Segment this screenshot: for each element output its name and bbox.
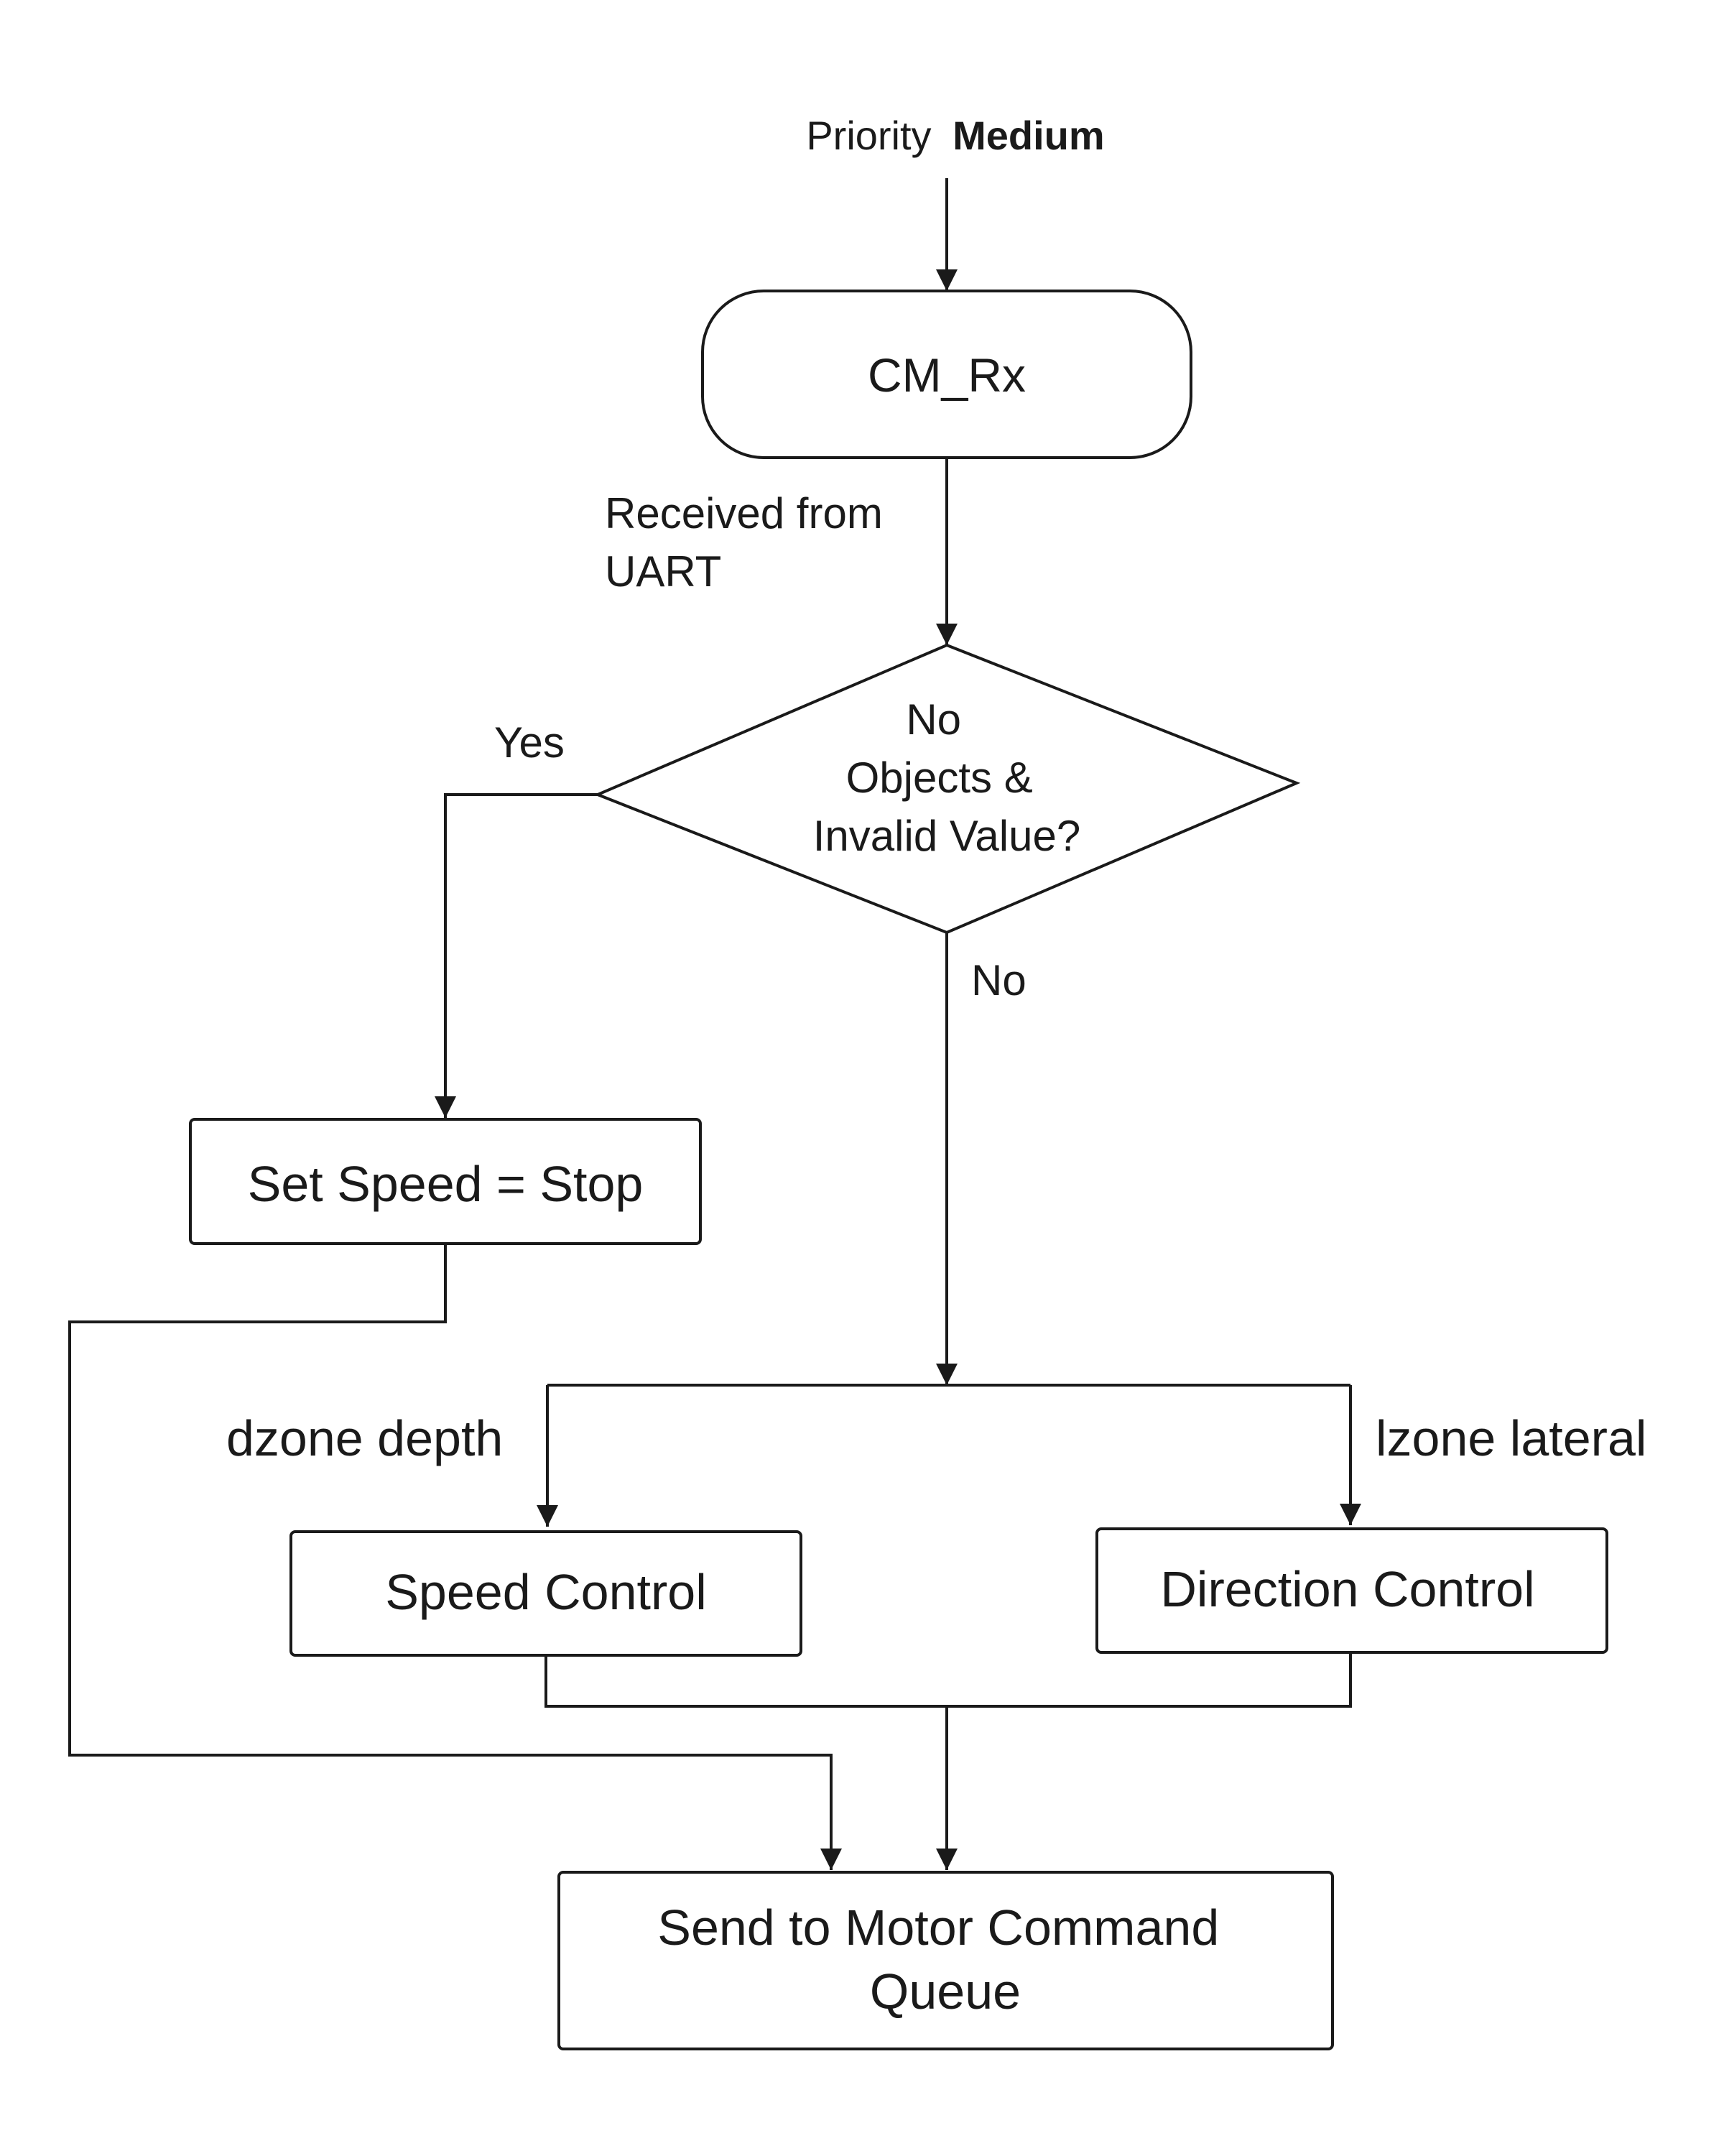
branch-no-label: No [971,956,1026,1004]
decision-line2: Objects & [846,754,1033,802]
speed-control-label: Speed Control [385,1564,707,1620]
queue-line1: Send to Motor Command [657,1900,1219,1956]
split-right-label: lzone lateral [1376,1410,1646,1466]
merge-bar [544,1652,1352,1708]
decision-node-label: No Objects & Invalid Value? [813,695,1080,860]
direction-control-label: Direction Control [1160,1561,1534,1617]
split-left-label: dzone depth [226,1410,503,1466]
priority-label: Priority Medium [806,113,1104,158]
edge-label-received: Received from UART [605,489,894,596]
decision-line3: Invalid Value? [813,812,1080,860]
arrow-yes-to-stop [435,793,598,1118]
branch-yes-label: Yes [494,718,565,767]
queue-node [557,1871,1334,2050]
start-node-label: CM_Rx [868,348,1026,402]
arrow-stop-to-queue [68,1244,842,1870]
edge-label-received-line2: UART [605,547,721,596]
decision-line1: No [906,695,961,744]
queue-node-label: Send to Motor Command Queue [657,1900,1233,2019]
edge-label-received-line1: Received from [605,489,883,537]
priority-prefix: Priority [806,113,931,158]
priority-value: Medium [953,113,1105,158]
queue-line2: Queue [870,1963,1021,2019]
stop-speed-label: Set Speed = Stop [248,1156,644,1212]
